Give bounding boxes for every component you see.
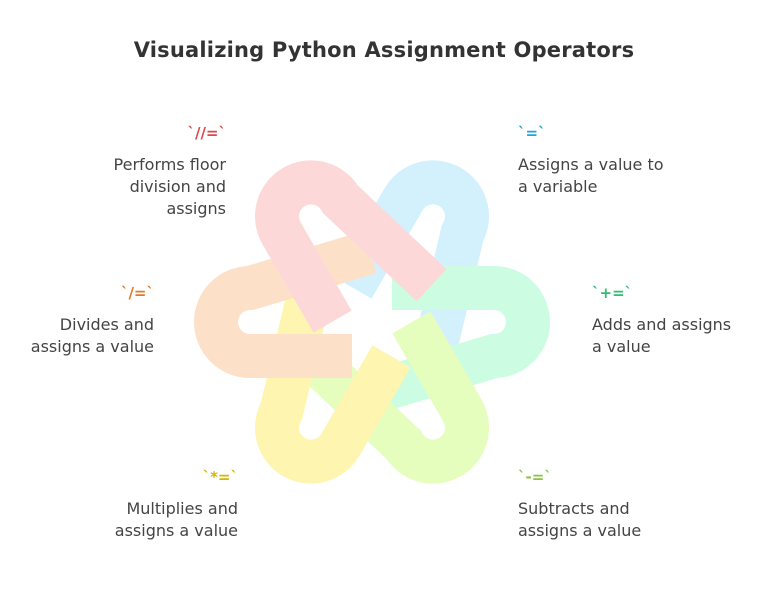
loop-multiply — [255, 283, 411, 484]
label-subtract: `-=` Subtracts and assigns a value — [518, 466, 718, 542]
loop-assign — [333, 160, 489, 361]
loop-floordiv — [255, 160, 447, 333]
description: Subtracts and assigns a value — [518, 499, 642, 540]
operator: `=` — [518, 124, 546, 142]
description: Assigns a value to a variable — [518, 155, 664, 196]
operator: `-=` — [518, 468, 552, 486]
description: Multiplies and assigns a value — [114, 499, 238, 540]
label-add: `+=` Adds and assigns a value — [592, 282, 768, 358]
loop-add — [367, 266, 550, 414]
label-assign: `=` Assigns a value to a variable — [518, 122, 718, 198]
operator: `+=` — [592, 284, 633, 302]
operator: `*=` — [202, 468, 238, 486]
label-floor-division: `//=` Performs floor division and assign… — [26, 122, 226, 220]
label-multiply: `*=` Multiplies and assigns a value — [38, 466, 238, 542]
description: Adds and assigns a value — [592, 315, 732, 356]
description: Performs floor division and assigns — [113, 155, 226, 218]
operator: `/=` — [120, 284, 154, 302]
loop-subtract — [297, 311, 489, 484]
description: Divides and assigns a value — [30, 315, 154, 356]
label-divide: `/=` Divides and assigns a value — [0, 282, 154, 358]
diagram-title: Visualizing Python Assignment Operators — [133, 38, 635, 62]
loop-divide — [194, 230, 377, 378]
operator: `//=` — [187, 124, 226, 142]
